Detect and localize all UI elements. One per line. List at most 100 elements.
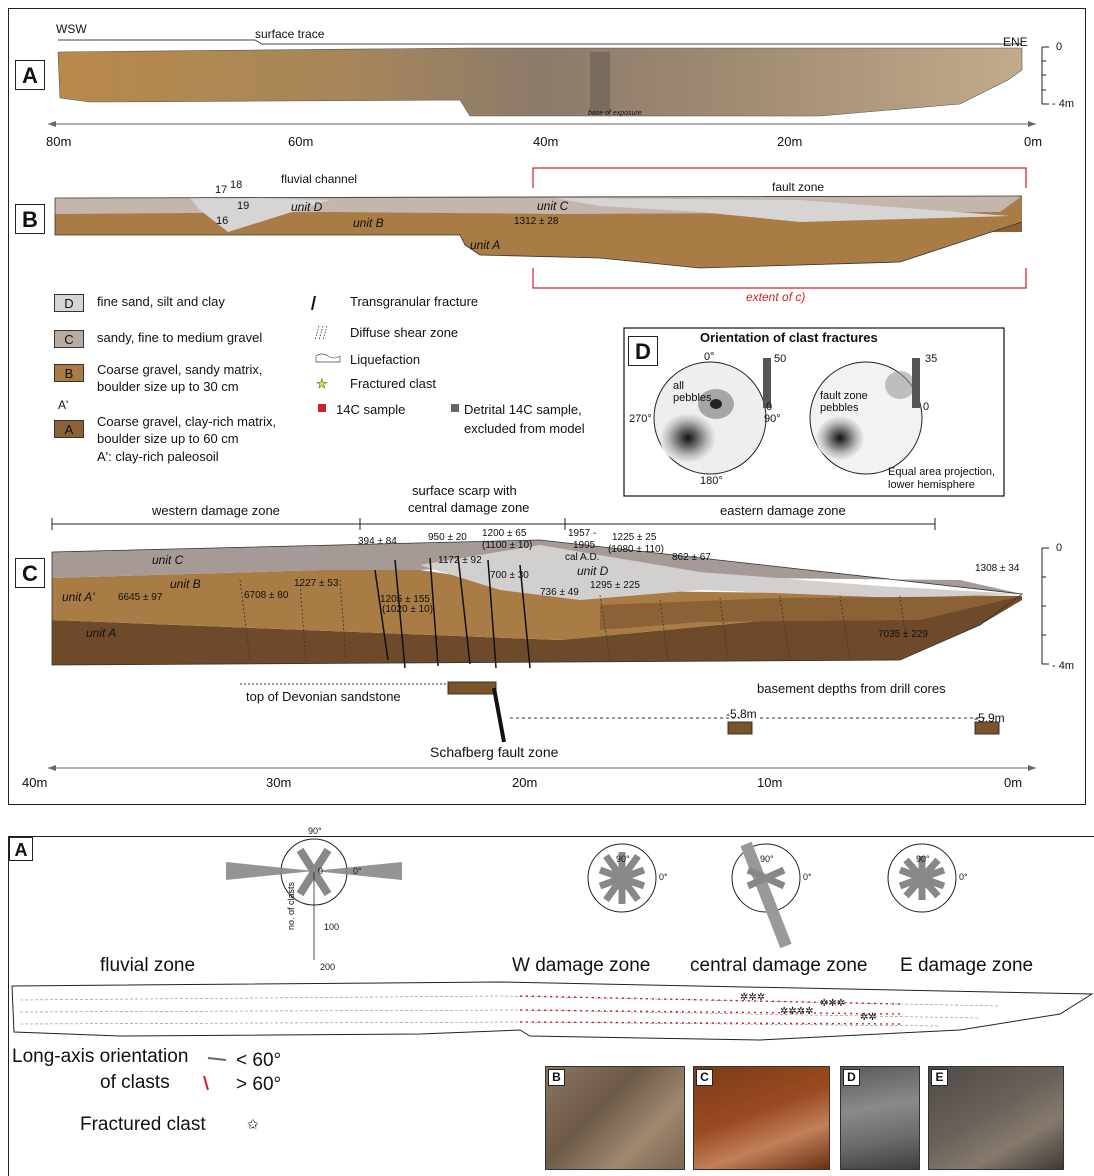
photo-d: D [840, 1066, 920, 1170]
rose-c-0: 0° [803, 872, 812, 882]
legend-swatch-d: D [54, 294, 84, 312]
wsw-label: WSW [56, 22, 87, 36]
age-1200: 1200 ± 65 [482, 528, 526, 539]
legend-text-b1: Coarse gravel, sandy matrix, [97, 362, 262, 377]
sample-17: 17 [215, 184, 227, 196]
projection-note-2: lower hemisphere [888, 479, 975, 491]
legend-swatch-a: A [54, 420, 84, 438]
photo-c-label: C [696, 1069, 713, 1086]
exposure-photo [58, 48, 1022, 116]
panel-d-label: D [628, 336, 658, 366]
age-1172: 1172 ± 92 [438, 555, 482, 566]
age-1295: 1295 ± 225 [590, 580, 640, 591]
long-axis-title-1: Long-axis orientation [12, 1046, 188, 1068]
unit-b-label-b: unit B [353, 216, 384, 230]
ene-label: ENE [1003, 35, 1028, 49]
age-7035: 7035 ± 229 [878, 629, 928, 640]
age-cal: cal A.D. [565, 552, 599, 563]
photo-e: E [928, 1066, 1064, 1170]
rose-100: 100 [324, 922, 339, 932]
lt60-label: < 60° [236, 1050, 281, 1072]
depth-5-9: -5.9m [974, 711, 1005, 725]
legend-a-prime: A' [58, 398, 68, 412]
base-of-exposure: base of exposure [588, 110, 642, 117]
cb-right-min: 0 [923, 401, 929, 413]
age-1957: 1957 - [568, 528, 596, 539]
age-1100: (1100 ± 10) [482, 540, 532, 551]
age-1308: 1308 ± 34 [975, 563, 1019, 574]
unit-d-label-c: unit D [577, 564, 608, 578]
projection-note-1: Equal area projection, [888, 466, 995, 478]
panel-b-label: B [15, 204, 45, 234]
net-right-label: 90° [764, 413, 781, 425]
panel-a-label: A [15, 60, 45, 90]
rose-w-0: 0° [659, 872, 668, 882]
rose-axis-label: no. of clasts [286, 882, 296, 930]
legend-c14: 14C sample [336, 402, 405, 417]
c-axis-tick-30: 30m [266, 775, 291, 790]
depth-top-c: 0 [1056, 542, 1062, 554]
cb-left-max: 50 [774, 353, 786, 365]
panel-d-title: Orientation of clast fractures [700, 330, 878, 345]
net-top-label: 0° [704, 351, 715, 363]
long-axis-title-2: of clasts [100, 1072, 170, 1094]
zone-fluvial: fluvial zone [100, 955, 195, 977]
photo-c: C [693, 1066, 830, 1170]
fractured-clast-star-icon: ✩ [247, 1116, 259, 1133]
rose-w-90: 90° [616, 854, 630, 864]
net-left-label: 270° [629, 413, 652, 425]
legend-fractured: Fractured clast [350, 376, 436, 391]
c-axis-tick-0: 0m [1004, 775, 1022, 790]
photo-d-label: D [843, 1069, 860, 1086]
unit-c-label-b: unit C [537, 199, 568, 213]
age-1312: 1312 ± 28 [514, 216, 558, 227]
legend-liquefaction: Liquefaction [350, 352, 420, 367]
unit-a-prime-label: unit A' [62, 590, 95, 604]
legend-swatch-b: B [54, 364, 84, 382]
age-1225: 1225 ± 25 [612, 532, 656, 543]
unit-d-label-b: unit D [291, 200, 322, 214]
legend-diffuse: Diffuse shear zone [350, 325, 458, 340]
age-1020: (1020 ± 10) [382, 604, 433, 615]
net-fault-cap2: pebbles [820, 402, 859, 414]
age-1995: 1995 [573, 540, 595, 551]
western-zone-label: western damage zone [152, 503, 280, 518]
fractured-star-icon: ★ [316, 376, 328, 392]
unit-a-label-b: unit A [470, 238, 500, 252]
age-6708: 6708 ± 80 [244, 590, 288, 601]
rose-zero: 0 [318, 866, 323, 876]
legend-detrital-2: excluded from model [464, 421, 585, 436]
depth-bottom-c: - 4m [1052, 660, 1074, 672]
c-axis-tick-10: 10m [757, 775, 782, 790]
surface-trace-line [58, 40, 1022, 44]
axis-tick-40: 40m [533, 134, 558, 149]
depth-5-8: -5.8m [726, 707, 757, 721]
net-fault-cap1: fault zone [820, 390, 868, 402]
depth-bottom-a: - 4m [1052, 98, 1074, 110]
zone-central-damage: central damage zone [690, 955, 867, 977]
sample-18: 18 [230, 179, 242, 191]
legend-text-c: sandy, fine to medium gravel [97, 330, 262, 345]
unit-c-label-c: unit C [152, 553, 183, 567]
age-862: 862 ± 67 [672, 552, 711, 563]
fault-zone-label: fault zone [772, 180, 824, 194]
zone-w-damage: W damage zone [512, 955, 650, 977]
eastern-zone-label: eastern damage zone [720, 503, 846, 518]
axis-tick-80: 80m [46, 134, 71, 149]
rose-90: 90° [308, 826, 322, 836]
rose-200: 200 [320, 962, 335, 972]
fluvial-channel-label: fluvial channel [281, 172, 357, 186]
legend-detrital-1: Detrital 14C sample, [464, 402, 582, 417]
schafberg-label: Schafberg fault zone [430, 744, 558, 760]
photo-e-label: E [931, 1069, 948, 1086]
extent-of-c-label: extent of c) [746, 290, 805, 304]
legend-text-d: fine sand, silt and clay [97, 294, 225, 309]
legend-text-a1: Coarse gravel, clay-rich matrix, [97, 414, 276, 429]
fractured-clast-label: Fractured clast [80, 1114, 206, 1136]
basement-label: basement depths from drill cores [757, 681, 946, 696]
age-1080: (1080 ± 110) [608, 544, 664, 555]
photo-b: B [545, 1066, 685, 1170]
rose-e-90: 90° [916, 854, 930, 864]
depth-top-a: 0 [1056, 41, 1062, 53]
cb-right-max: 35 [925, 353, 937, 365]
